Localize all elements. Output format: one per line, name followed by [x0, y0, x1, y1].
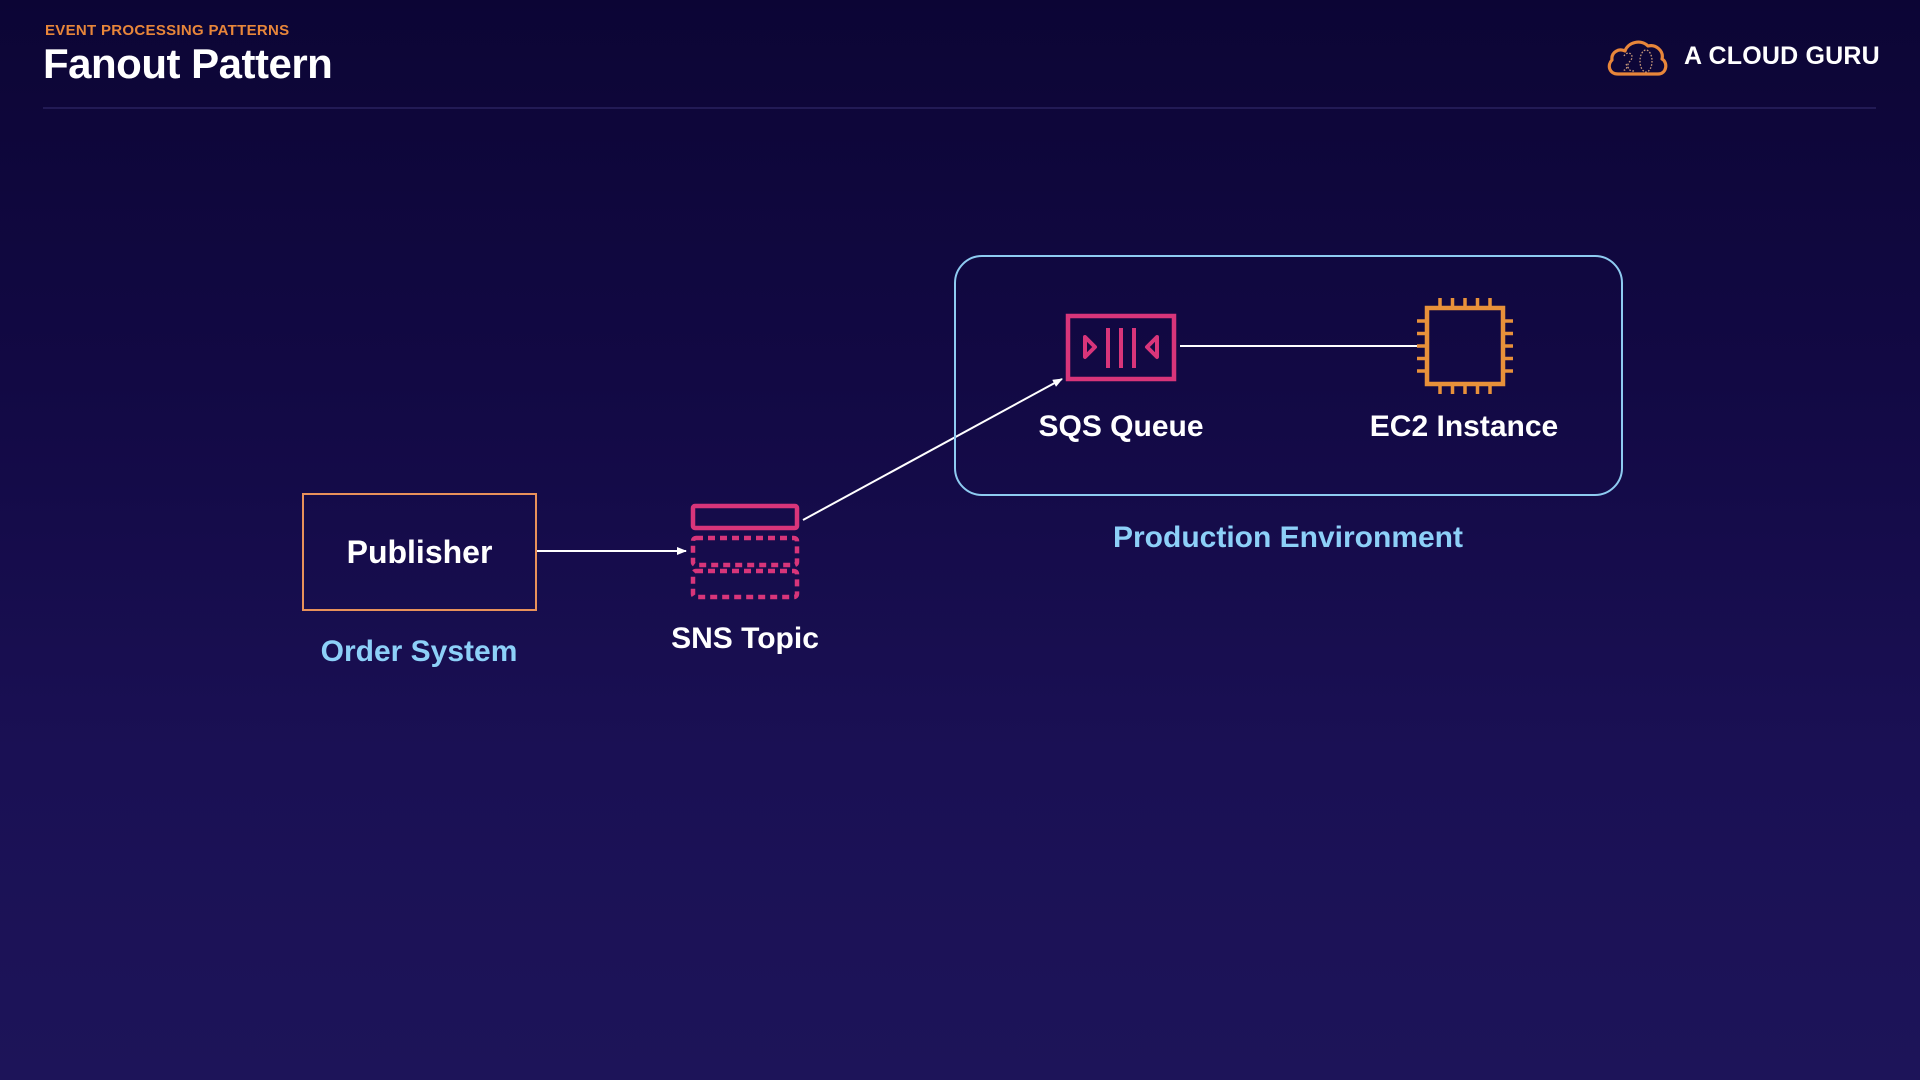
page-title: Fanout Pattern [43, 40, 333, 87]
brand-logo: A CLOUD GURU [1604, 32, 1880, 80]
sqs-queue-label: SQS Queue [1038, 410, 1204, 443]
publisher-label: Publisher [346, 533, 493, 570]
cloud-logo-icon [1607, 40, 1668, 76]
sns-topic-icon[interactable] [688, 502, 804, 602]
edge-sns-to-sqs [802, 378, 1063, 521]
header-divider [43, 107, 1876, 109]
section-eyebrow: EVENT PROCESSING PATTERNS [45, 22, 290, 39]
ec2-instance-icon[interactable] [1415, 296, 1515, 396]
order-system-label: Order System [320, 635, 518, 668]
sqs-queue-icon[interactable] [1065, 313, 1179, 383]
sns-topic-label: SNS Topic [671, 622, 819, 655]
publisher-node[interactable]: Publisher [302, 493, 537, 611]
ec2-instance-label: EC2 Instance [1369, 410, 1559, 443]
production-environment-group [954, 255, 1623, 496]
production-environment-label: Production Environment [1112, 521, 1464, 554]
brand-name: A CLOUD GURU [1684, 41, 1880, 70]
